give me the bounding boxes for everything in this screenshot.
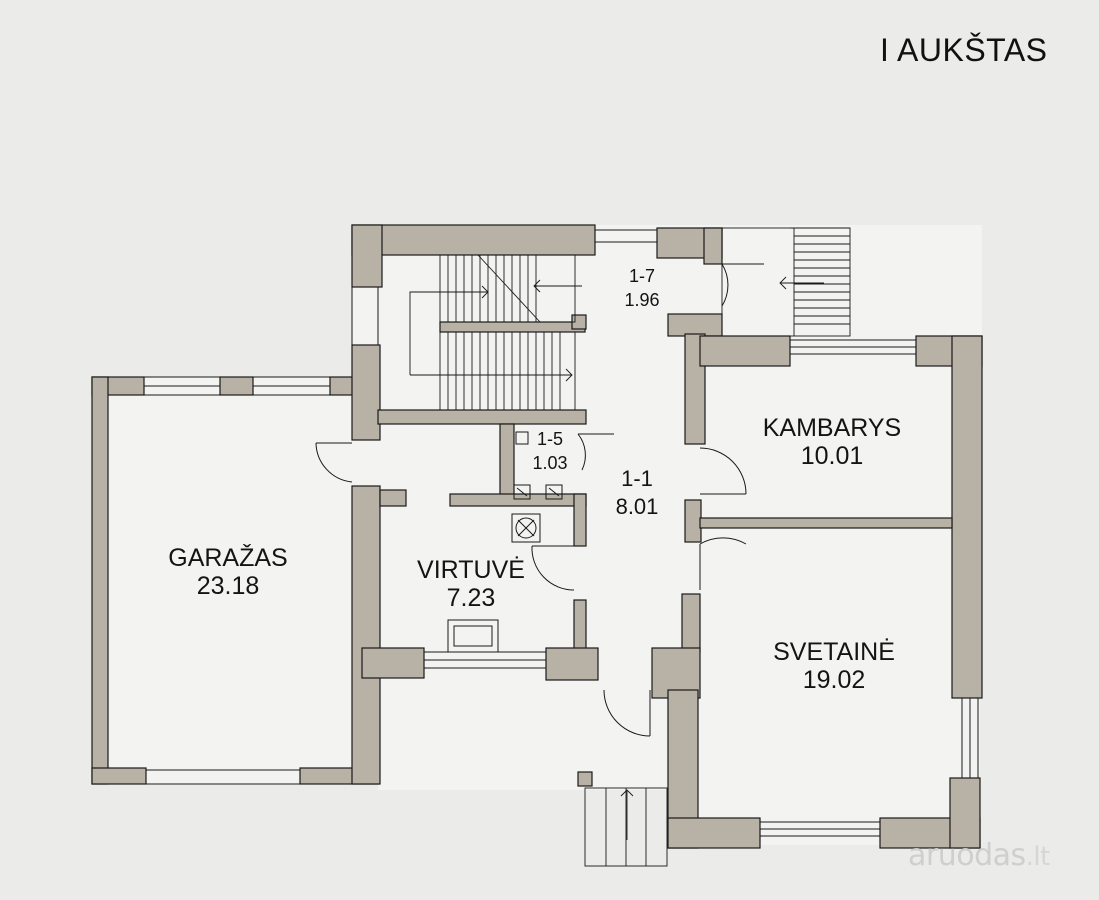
room-area-svetaine: 19.02 <box>803 666 866 694</box>
room-name-garazas: GARAŽAS <box>168 543 287 572</box>
doors <box>315 263 764 737</box>
room-area-1-1: 8.01 <box>616 494 659 519</box>
watermark-logo: aruodas.lt <box>908 838 1050 873</box>
room-name-svetaine: SVETAINĖ <box>773 637 895 666</box>
walls <box>91 224 983 849</box>
floor-fill <box>92 225 982 845</box>
room-name-virtuve: VIRTUVĖ <box>417 555 525 584</box>
room-name-kambarys: KAMBARYS <box>763 414 901 442</box>
room-name-1-5: 1-5 <box>537 429 563 449</box>
fixtures <box>447 431 563 653</box>
room-labels: GARAŽAS 23.18 VIRTUVĖ 7.23 KAMBARYS 10.0… <box>168 266 901 694</box>
room-name-1-1: 1-1 <box>621 466 653 491</box>
stairs <box>409 227 851 867</box>
watermark-suffix: .lt <box>1025 842 1051 872</box>
room-area-1-5: 1.03 <box>532 453 567 473</box>
room-name-1-7: 1-7 <box>629 266 655 286</box>
room-area-garazas: 23.18 <box>197 572 260 600</box>
room-area-1-7: 1.96 <box>624 290 659 310</box>
floor-title: I AUKŠTAS <box>880 32 1048 68</box>
room-area-virtuve: 7.23 <box>447 584 496 612</box>
windows <box>143 229 979 837</box>
room-area-kambarys: 10.01 <box>801 442 864 470</box>
watermark-text: aruodas <box>908 838 1026 873</box>
